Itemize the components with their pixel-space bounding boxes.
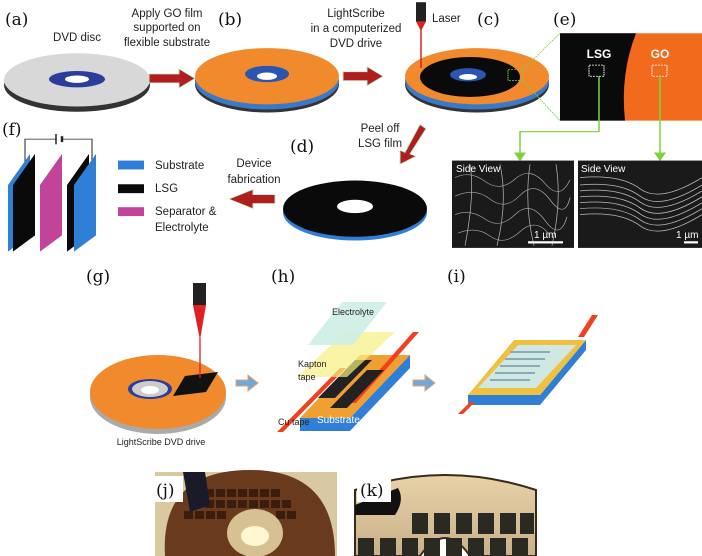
- arrow-right-icon: [412, 373, 436, 393]
- green-arrow-icon: [514, 76, 600, 162]
- legend-lsg: LSG: [155, 183, 178, 195]
- legend-substrate: Substrate: [155, 160, 204, 172]
- panel-label-c: (c): [477, 10, 500, 30]
- exploded-device-schematic: [277, 302, 419, 432]
- substrate-label: Substrate: [317, 415, 360, 426]
- panel-label-d: (d): [290, 137, 314, 157]
- arrow-left-icon: [227, 188, 276, 210]
- panel-label-e: (e): [553, 10, 576, 30]
- label-backing-j: [153, 476, 183, 502]
- scale-bar: [528, 241, 563, 244]
- dvd-disc: [4, 53, 150, 112]
- go-coated-disc: [195, 48, 339, 113]
- lsg-film-disc: [283, 180, 427, 241]
- label-backing-k: [357, 476, 391, 502]
- panel-label-g: (g): [86, 267, 110, 287]
- top-section-graphics: [4, 2, 702, 252]
- sem-image-go: [578, 160, 702, 248]
- scale-label: 1 µm: [534, 230, 556, 241]
- laser-icon: [416, 2, 426, 69]
- laser-label: Laser: [432, 13, 461, 25]
- lsg-label: LSG: [587, 47, 612, 61]
- lightscribe-dvd-drive-illustration: [90, 283, 226, 434]
- panel-label-a: (a): [5, 10, 28, 30]
- legend-electrolyte: Electrolyte: [155, 222, 209, 234]
- assembled-device-schematic: [458, 315, 598, 414]
- lightscribe-drive-label: LightScribe DVD drive: [117, 437, 206, 447]
- panel-label-k: (k): [360, 481, 384, 501]
- photo-device-array: [354, 472, 537, 556]
- arrow-right-icon: [148, 68, 196, 89]
- legend-separator: Separator &: [155, 206, 217, 218]
- arrow-right-icon: [342, 65, 384, 87]
- panel-label-i: (i): [447, 267, 466, 287]
- supercapacitor-schematic: [8, 133, 96, 252]
- electrolyte-label: Electrolyte: [332, 307, 374, 317]
- panel-label-f: (f): [2, 120, 22, 140]
- cu-tape-label: Cu tape: [278, 417, 310, 427]
- photo-flexible-device-disc: [155, 470, 337, 556]
- sem-image-lsg: [452, 160, 574, 248]
- panel-label-j: (j): [156, 481, 175, 501]
- dvd-disc-label: DVD disc: [53, 32, 101, 44]
- legend-swatch-substrate: [118, 160, 144, 170]
- arrow-down-left-icon: [399, 123, 427, 165]
- panel-label-h: (h): [271, 267, 295, 287]
- lsg-go-interface-image: [560, 33, 702, 121]
- legend-swatch-separator: [118, 207, 144, 217]
- side-view-label: Side View: [456, 164, 501, 175]
- scale-label: 1 µm: [676, 230, 698, 241]
- lsg-scribed-disc: [405, 48, 549, 113]
- arrow-right-icon: [235, 373, 259, 393]
- go-label: GO: [651, 47, 670, 61]
- panel-label-b: (b): [218, 10, 242, 30]
- side-view-label: Side View: [581, 164, 626, 175]
- legend-swatch-lsg: [118, 184, 144, 194]
- scale-bar: [684, 241, 698, 244]
